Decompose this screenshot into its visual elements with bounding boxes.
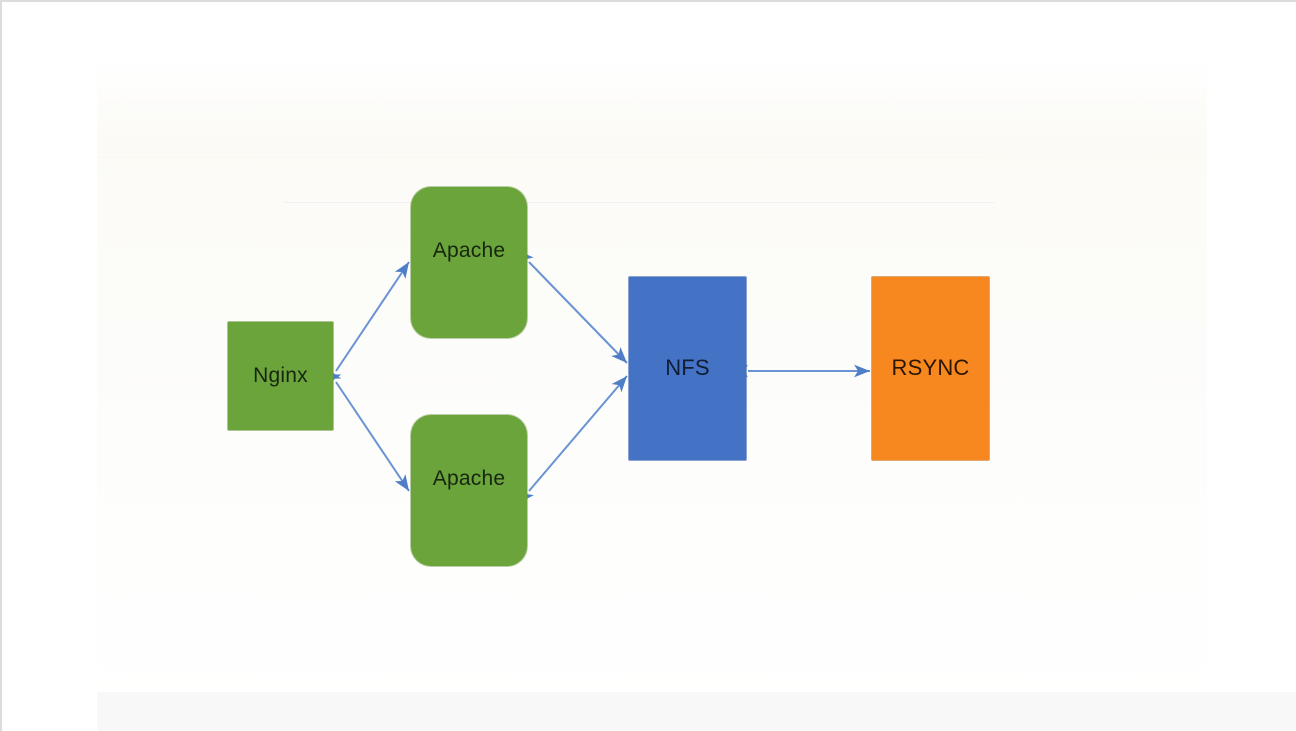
- node-apache-bottom[interactable]: Apache: [411, 415, 527, 566]
- connector-apache-bottom-nfs: [518, 375, 628, 504]
- connector-nginx-apache-top: [327, 261, 410, 385]
- node-nfs[interactable]: NFS: [629, 277, 746, 460]
- node-apache-top[interactable]: Apache: [411, 187, 527, 338]
- node-nfs-label: NFS: [665, 355, 710, 381]
- node-nginx-label: Nginx: [253, 364, 308, 388]
- node-rsync-label: RSYNC: [891, 355, 970, 381]
- node-apache-top-label: Apache: [432, 238, 506, 262]
- connector-nginx-apache-bottom: [327, 368, 410, 492]
- connector-apache-top-nfs: [517, 250, 628, 364]
- node-apache-bottom-label: Apache: [432, 466, 506, 490]
- node-rsync[interactable]: RSYNC: [872, 277, 989, 460]
- node-nginx[interactable]: Nginx: [228, 322, 333, 430]
